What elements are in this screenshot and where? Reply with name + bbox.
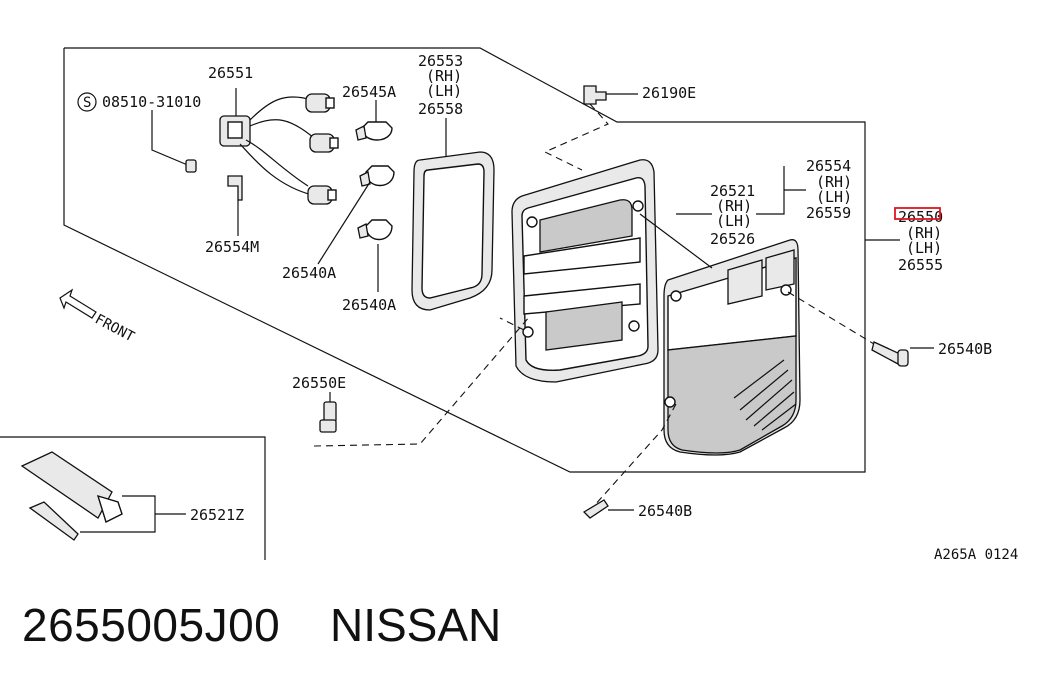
brand-name: NISSAN xyxy=(330,599,502,651)
label-26551[interactable]: 26551 xyxy=(208,64,253,82)
label-26554m[interactable]: 26554M xyxy=(205,238,259,256)
label-26553-lh: (LH) xyxy=(426,82,462,100)
label-26521-rh: (RH) xyxy=(716,197,752,215)
diagram-code: A265A 0124 xyxy=(934,547,1018,563)
screw-08510[interactable] xyxy=(77,92,197,173)
leader-26521 xyxy=(639,213,713,269)
lens-26521[interactable] xyxy=(663,239,801,456)
main-frame xyxy=(63,47,866,473)
nut-26550e[interactable] xyxy=(313,315,531,447)
lamp-housing[interactable] xyxy=(511,159,659,383)
screw-26540b-bottom[interactable] xyxy=(582,403,677,519)
label-26550-lh: (LH) xyxy=(906,239,942,257)
part-number: 2655005J00 xyxy=(22,599,281,651)
leader-26554 xyxy=(756,166,785,215)
label-26526[interactable]: 26526 xyxy=(710,230,755,248)
bulb-26545a[interactable] xyxy=(355,100,393,141)
label-26540b-right[interactable]: 26540B xyxy=(938,340,992,358)
bulb-26540a-upper[interactable] xyxy=(317,165,395,265)
front-label: FRONT xyxy=(92,311,137,345)
screw-26540b-right[interactable] xyxy=(787,291,934,367)
label-26540b-bottom[interactable]: 26540B xyxy=(638,502,692,520)
label-26554-lh: (LH) xyxy=(816,188,852,206)
clip-26190e[interactable] xyxy=(543,85,638,171)
label-26554[interactable]: 26554 xyxy=(806,157,851,175)
highlight-box xyxy=(894,207,941,220)
label-26521-lh: (LH) xyxy=(716,212,752,230)
label-26550e[interactable]: 26550E xyxy=(292,374,346,392)
label-26559[interactable]: 26559 xyxy=(806,204,851,222)
screw-prefix-label: S xyxy=(83,95,91,111)
label-26540a-lower[interactable]: 26540A xyxy=(342,296,396,314)
label-26550[interactable]: 26550 xyxy=(898,208,943,226)
sealant-tube[interactable] xyxy=(20,451,186,541)
socket-harness[interactable] xyxy=(219,88,339,205)
bulb-26540a-lower[interactable] xyxy=(357,219,393,292)
bracket-26554m[interactable] xyxy=(227,175,243,236)
label-26540a-upper[interactable]: 26540A xyxy=(282,264,336,282)
label-26553-rh: (RH) xyxy=(426,67,462,85)
front-arrow: FRONT xyxy=(59,288,137,346)
sealant-frame xyxy=(0,436,266,560)
label-26555[interactable]: 26555 xyxy=(898,256,943,274)
label-08510[interactable]: 08510-31010 xyxy=(102,93,201,111)
label-26553[interactable]: 26553 xyxy=(418,52,463,70)
label-26521z[interactable]: 26521Z xyxy=(190,506,244,524)
gasket-26553[interactable] xyxy=(411,118,495,311)
label-26550-rh: (RH) xyxy=(906,224,942,242)
label-26558[interactable]: 26558 xyxy=(418,100,463,118)
label-26190e[interactable]: 26190E xyxy=(642,84,696,102)
label-26545a[interactable]: 26545A xyxy=(342,83,396,101)
label-26521[interactable]: 26521 xyxy=(710,182,755,200)
label-26554-rh: (RH) xyxy=(816,173,852,191)
